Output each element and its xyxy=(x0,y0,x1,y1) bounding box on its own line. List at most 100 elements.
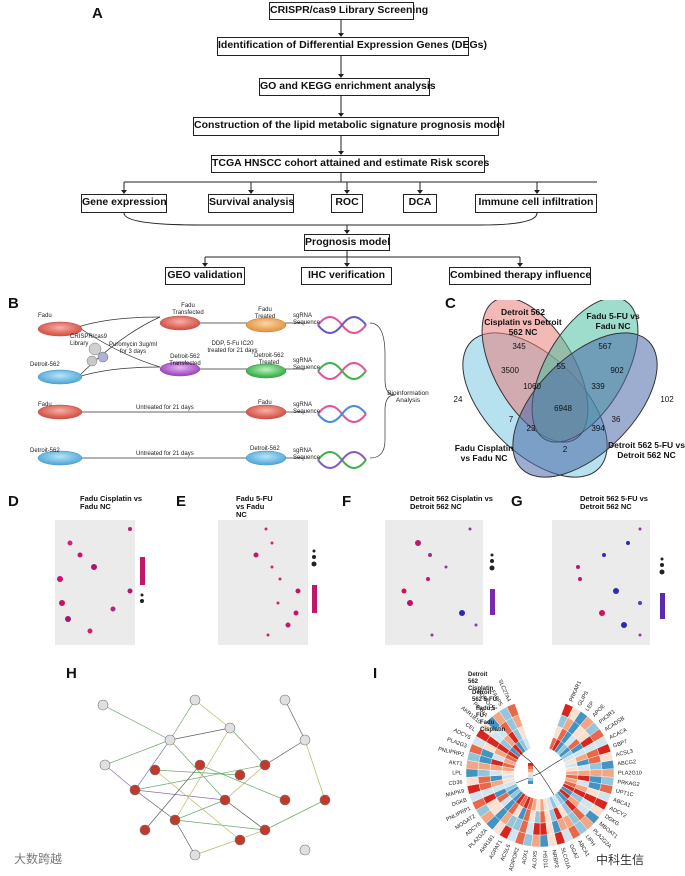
heatmap-gene-label: LPL xyxy=(452,770,462,776)
heatmap-ring-label: Detroit 562 5-FU xyxy=(472,690,498,703)
heatmap-gene-label: ACSL3 xyxy=(615,749,633,759)
heatmap-gene-label: AOX1 xyxy=(521,849,529,865)
venn-count: 394 xyxy=(591,424,605,433)
label-detroit-2: Detroit-562 xyxy=(30,448,60,454)
heatmap-gene-label: GBP7 xyxy=(612,739,628,750)
heatmap-gene-label: UPT1C xyxy=(615,789,634,799)
dotplot-g-legend xyxy=(659,557,665,619)
flow-branch-gene-expression: Gene expression xyxy=(81,194,167,213)
flow-branch-survival: Survival analysis xyxy=(208,194,294,213)
heatmap-ring-label: Fadu 5-FU xyxy=(476,706,498,719)
venn-count: 345 xyxy=(512,342,526,351)
dotplot-title-d: Fadu Cisplatin vs Fadu NC xyxy=(80,494,143,511)
dotplot-d-dots xyxy=(57,527,133,634)
flow-outcome-geo: GEO validation xyxy=(165,267,245,285)
label-ddp: DDP, 5-Fu IC20 treated for 21 days xyxy=(207,341,258,354)
heatmap-cell xyxy=(465,768,479,778)
flow-prognosis-model: Prognosis model xyxy=(304,234,390,251)
label-library: CRISPR/cas9 Library xyxy=(70,334,108,347)
heatmap-gene-label: ALOX5 xyxy=(532,851,539,869)
dotplot-d-legend xyxy=(140,557,145,603)
venn-count: 567 xyxy=(598,342,612,351)
heatmap-gene-label: AKT1 xyxy=(448,760,462,768)
heatmap-gene-label: PLA2G10 xyxy=(618,770,642,776)
heatmap-gene-label: SLCO1A xyxy=(559,847,571,870)
venn-count: 23 xyxy=(526,424,536,433)
venn-count: 55 xyxy=(556,362,566,371)
flow-outcome-ihc: IHC verification xyxy=(301,267,392,285)
panel-label-d: D xyxy=(8,493,19,510)
heatmap-cell xyxy=(539,834,549,848)
heatmap-gene-label: PNLIPRP2 xyxy=(437,746,464,758)
heatmap-cell xyxy=(601,768,615,778)
dotplot-e-dots xyxy=(253,527,301,637)
dotplot-f-dots xyxy=(401,527,478,637)
label-fadu-2: Fadu xyxy=(38,402,52,408)
label-detroit-3: Detroit-562 xyxy=(250,446,280,452)
watermark-right: 中科生信 xyxy=(596,853,645,867)
heatmap-ring-label: Fadu Cisplatin xyxy=(480,720,506,733)
heatmap-gene-label: ABCG2 xyxy=(617,759,636,767)
label-detroit-1: Detroit-562 xyxy=(30,362,60,368)
flow-branch-roc: ROC xyxy=(331,194,363,213)
heatmap-gene-label: GGA2 xyxy=(568,844,580,860)
flow-branch-immune: Immune cell infiltration xyxy=(475,194,597,213)
label-untreated-2: Untreated for 21 days xyxy=(136,451,194,457)
heatmap-gene-label: ACSL6 xyxy=(500,844,512,862)
venn-count: 36 xyxy=(611,415,621,424)
dotplot-g-dots xyxy=(576,527,642,637)
heatmap-gene-label: ABCA1 xyxy=(612,797,631,809)
heatmap-cell xyxy=(522,737,532,751)
dotplot-title-e: Fadu 5-FU vs Fadu NC xyxy=(236,494,273,519)
panel-label-e: E xyxy=(176,493,187,510)
venn-set-detroit-cisplatin: Detroit 562 Cisplatin vs Detroit 562 NC xyxy=(484,307,562,337)
panel-label-a: A xyxy=(92,5,103,22)
panel-label-c: C xyxy=(445,295,456,312)
dotplot-e-legend xyxy=(311,549,317,613)
flow-step-signature-model: Construction of the lipid metabolic sign… xyxy=(193,117,505,136)
panel-label-g: G xyxy=(511,493,523,510)
dotplot-marks xyxy=(57,527,665,637)
label-bioinformation: Bioinformation Analysis xyxy=(387,390,429,404)
heatmap-gene-label: DGKB xyxy=(451,797,468,808)
heatmap-ring-label: Detroit 562 Cisplatin xyxy=(468,672,494,692)
label-fadu-transfected: Fadu Transfected xyxy=(172,303,204,316)
venn-set-fadu-cisplatin: Fadu Cisplatin vs Fadu NC xyxy=(454,443,514,463)
label-sgrna-3: sgRNA Sequence xyxy=(293,402,321,415)
network-nodes xyxy=(97,694,331,861)
dotplot-d xyxy=(55,520,135,645)
heatmap-dendrogram xyxy=(515,752,563,796)
venn-count: 3500 xyxy=(501,366,519,375)
heatmap-gene-label: CEL xyxy=(464,722,476,733)
venn-count: 2 xyxy=(562,445,568,454)
heatmap-cell xyxy=(477,769,491,777)
label-fadu-treated: Fadu Treated xyxy=(254,307,276,320)
label-puromycin: Puromycin 3ug/ml for 3 days xyxy=(108,342,158,355)
panel-label-b: B xyxy=(8,295,19,312)
heatmap-cell xyxy=(589,769,603,777)
heatmap-gene-label: NRBP2 xyxy=(550,849,559,868)
flow-outcome-combined: Combined therapy influence xyxy=(449,267,591,285)
label-sgrna-2: sgRNA Sequence xyxy=(293,358,321,371)
workflow-diagram xyxy=(37,315,396,469)
panel-label-i: I xyxy=(373,665,378,682)
venn-count: 339 xyxy=(591,382,605,391)
dna-helix-icons xyxy=(317,316,367,469)
dotplot-f-legend xyxy=(489,553,495,615)
dotplot-e xyxy=(218,520,308,645)
ppi-network xyxy=(97,694,331,861)
heatmap-gene-label: HSD11 xyxy=(541,851,548,869)
venn-set-detroit-5fu: Detroit 562 5-FU vs Detroit 562 NC xyxy=(608,440,685,460)
venn-count: 7 xyxy=(508,415,514,424)
venn-count: 6948 xyxy=(554,404,572,413)
venn-count: 902 xyxy=(610,366,624,375)
flow-step-library-screening: CRISPR/cas9 Library Screening xyxy=(269,2,428,20)
heatmap-cell xyxy=(577,769,591,777)
venn-count: 24 xyxy=(453,395,463,404)
flow-step-degs: Identification of Differential Expressio… xyxy=(217,37,487,56)
heatmap-gene-label: CD36 xyxy=(448,780,463,788)
dotplot-title-f: Detroit 562 Cisplatin vs Detroit 562 NC xyxy=(410,494,493,511)
flowchart-connectors xyxy=(121,20,597,267)
venn-diagram xyxy=(462,300,658,478)
label-detroit-treated: Detroit-562 Treated xyxy=(254,353,284,366)
